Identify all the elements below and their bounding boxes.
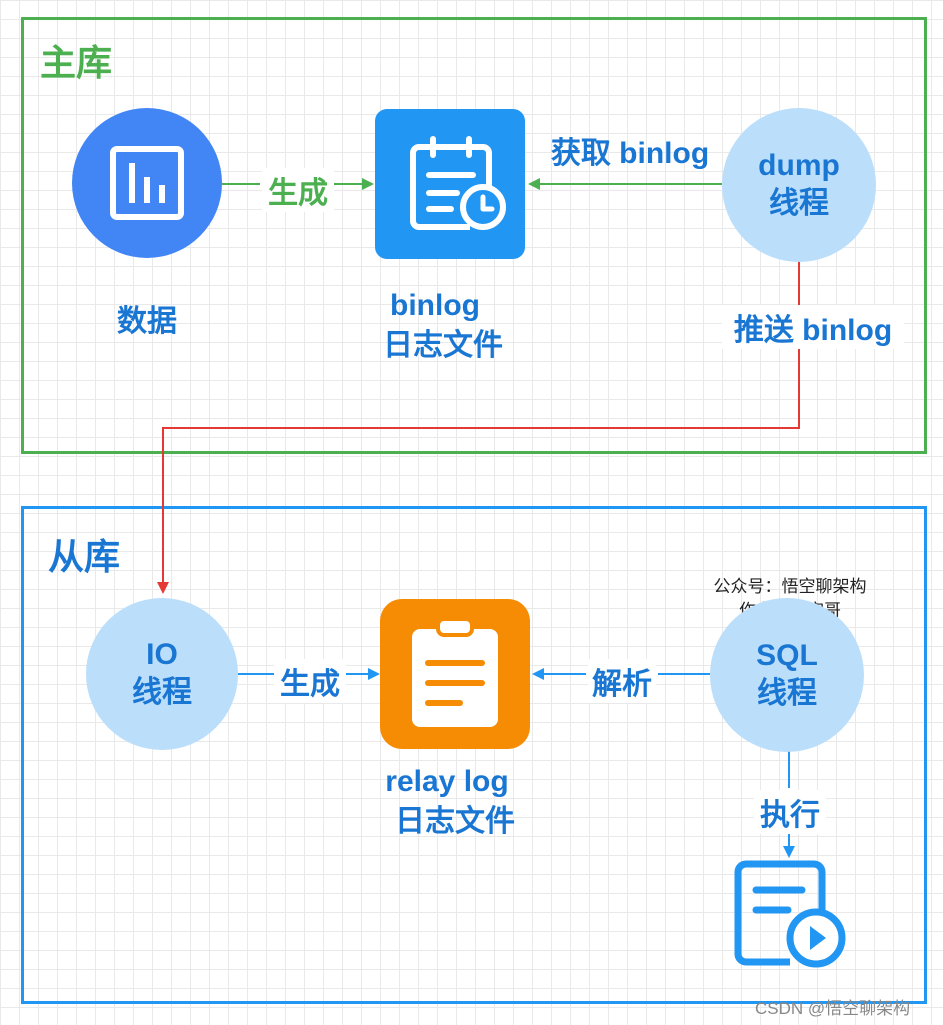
binlog-file-label-line1: binlog [390, 289, 480, 322]
execute-node [732, 858, 848, 974]
watermark: CSDN @悟空聊架构 [755, 999, 911, 1018]
calendar-clock-icon [410, 136, 506, 230]
fetch-binlog-label: 获取 binlog [550, 137, 710, 170]
sql-thread-line2: 线程 [757, 677, 817, 710]
data-node [72, 108, 222, 258]
master-generate-label: 生成 [262, 168, 334, 212]
dump-thread-node: dump 线程 [722, 108, 876, 262]
binlog-file-node [375, 109, 525, 259]
document-play-icon [734, 860, 846, 968]
slave-generate-label: 生成 [274, 659, 346, 703]
slave-db-panel [21, 506, 927, 1004]
bar-chart-icon [110, 146, 184, 220]
push-binlog-label: 推送 binlog [722, 305, 904, 349]
clipboard-list-icon [412, 617, 498, 727]
master-title: 主库 [40, 42, 113, 83]
slave-title: 从库 [48, 536, 121, 577]
master-db-panel [21, 17, 927, 454]
relay-log-node [380, 599, 530, 749]
execute-label: 执行 [754, 790, 826, 834]
binlog-file-label: binlog 日志文件 [350, 286, 520, 366]
io-thread-node: IO 线程 [86, 598, 238, 750]
parse-label: 解析 [588, 659, 656, 703]
io-thread-line1: IO [146, 638, 178, 671]
binlog-file-label-line2: 日志文件 [383, 329, 503, 362]
relay-log-label: relay log 日志文件 [362, 762, 532, 842]
dump-thread-line2: 线程 [769, 187, 829, 220]
sql-thread-line1: SQL [756, 639, 818, 672]
data-label: 数据 [117, 305, 177, 338]
relay-log-label-line1: relay log [385, 765, 509, 798]
author-note-line1: 公众号：悟空聊架构 [713, 577, 867, 596]
relay-log-label-line2: 日志文件 [395, 805, 515, 838]
dump-thread-line1: dump [758, 149, 840, 182]
sql-thread-node: SQL 线程 [710, 598, 864, 752]
io-thread-line2: 线程 [132, 676, 192, 709]
